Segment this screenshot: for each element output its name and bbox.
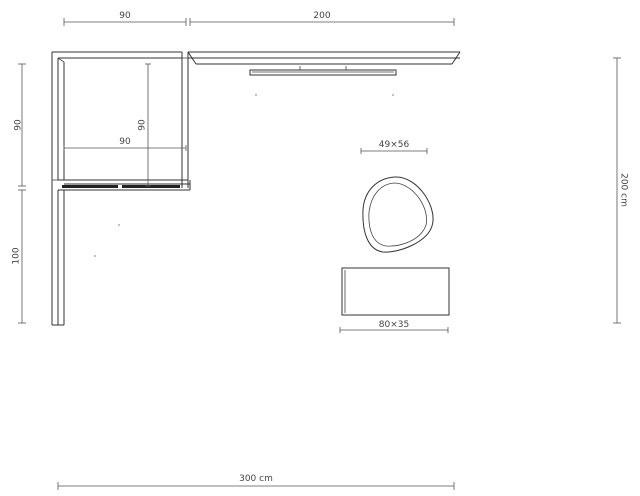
dim-inner-width: 90 (63, 137, 187, 151)
dim-label-table: 80×35 (379, 320, 409, 330)
mark-dot (94, 255, 96, 257)
wardrobe-door-right (122, 185, 180, 188)
left-wall (51, 52, 65, 326)
dim-left-upper: 90 (14, 63, 26, 187)
dim-label-left-upper: 90 (14, 119, 24, 131)
dim-label-left-lower: 100 (12, 247, 22, 264)
wardrobe-unit (58, 52, 191, 191)
dim-label-inner-height: 90 (138, 119, 148, 131)
dim-label-inner-width: 90 (119, 137, 131, 147)
wall-shelf-bar (249, 66, 397, 96)
dim-top-right: 200 (189, 11, 455, 26)
dim-left-lower: 100 (12, 189, 26, 324)
dim-label-total-height: 200 cm (619, 173, 629, 207)
dim-inner-height: 90 (138, 63, 151, 187)
coffee-table: 80×35 (339, 267, 450, 333)
top-wall-right (187, 51, 461, 65)
dim-right-total: 200 cm (613, 57, 629, 324)
dim-label-total-width: 300 cm (239, 474, 273, 484)
pouf: 49×56 (360, 140, 434, 253)
dim-bottom-total: 300 cm (57, 474, 455, 490)
dim-label-top-right: 200 (313, 11, 330, 21)
mark-dot (118, 224, 120, 226)
wardrobe-door-left (62, 185, 118, 188)
top-wall-left (52, 51, 182, 63)
dim-label-pouf: 49×56 (379, 140, 410, 150)
dim-label-top-left: 90 (119, 11, 131, 21)
dim-top-left: 90 (63, 11, 187, 26)
